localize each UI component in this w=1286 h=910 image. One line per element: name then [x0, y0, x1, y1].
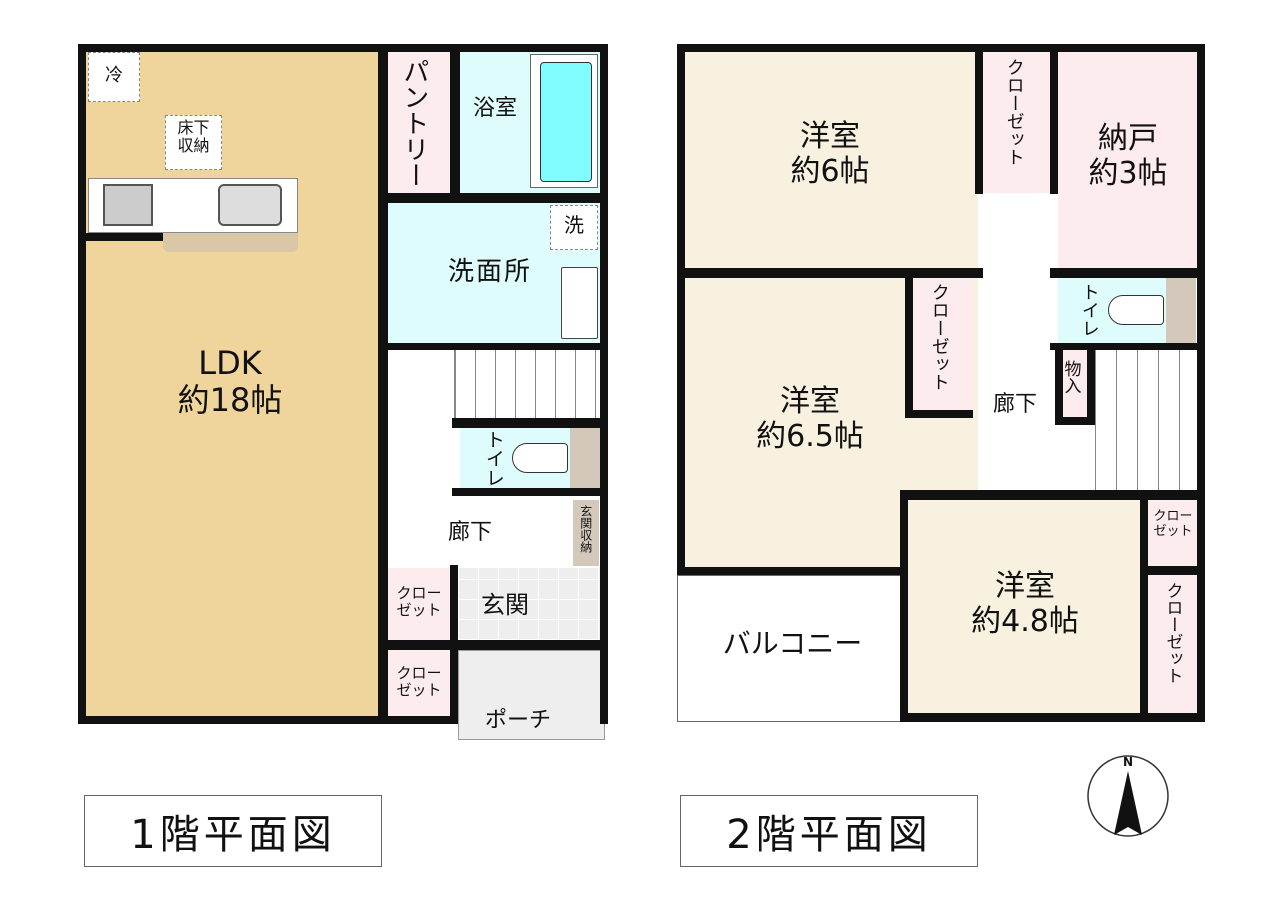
toilet-bowl-icon	[512, 443, 568, 473]
storage-2f-label: 物入	[1060, 360, 1081, 394]
closet-1f-upper-label: クロー ゼット	[396, 584, 442, 620]
entrance-storage	[573, 500, 599, 566]
washroom-label: 洗面所	[447, 257, 532, 287]
western-room-4-8-label: 洋室 約4.8帖	[971, 569, 1079, 639]
hallway-label-1f: 廊下	[447, 520, 492, 545]
pantry	[388, 49, 450, 193]
staircase-1f	[454, 350, 600, 418]
entrance-label: 玄関	[481, 591, 529, 619]
western-room-4-8	[908, 500, 1145, 715]
washbasin	[561, 267, 598, 339]
western-room-6-5-label: 洋室 約6.5帖	[756, 384, 864, 454]
closet-d-label: クローゼット	[1162, 582, 1183, 684]
balcony-label: バルコニー	[722, 627, 863, 660]
closet-1f-lower-label: クロー ゼット	[396, 664, 442, 700]
closet-a	[983, 50, 1050, 193]
storeroom	[1058, 50, 1198, 268]
washer-label: 洗	[564, 213, 584, 237]
closet-b-label: クローゼット	[928, 283, 950, 391]
closet-d	[1148, 575, 1198, 713]
closet-c	[1148, 500, 1198, 566]
floor2-title: 2階平面図	[680, 795, 978, 867]
fridge-space	[88, 52, 140, 102]
underfloor-storage	[165, 115, 222, 170]
ldk-label: LDK 約18帖	[177, 344, 283, 419]
storeroom-label: 納戸 約3帖	[1088, 121, 1168, 191]
bathtub-water	[540, 62, 592, 182]
closet-1f-upper	[388, 568, 450, 640]
closet-b	[905, 278, 973, 418]
compass-north-label: N	[1122, 755, 1134, 769]
toilet-label-1f: トイレ	[482, 430, 505, 487]
toilet-bowl-icon-2f	[1108, 295, 1164, 325]
entrance-storage-label: 玄関収納	[578, 505, 593, 553]
toilet-storage-2f	[1166, 278, 1196, 343]
north-compass-icon	[1087, 755, 1169, 841]
hallway-2f	[983, 278, 1055, 490]
toilet-label-2f: トイレ	[1078, 283, 1100, 337]
closet-a-label: クローゼット	[1003, 58, 1025, 166]
western-room-6	[683, 50, 978, 270]
porch	[458, 650, 605, 740]
pantry-label: パントリー	[398, 58, 429, 188]
bath-label: 浴室	[472, 96, 517, 121]
storage-2f	[1055, 350, 1095, 425]
floor1-title: 1階平面図	[84, 795, 382, 867]
washer-space	[550, 205, 598, 250]
entrance	[458, 568, 600, 640]
toilet-storage-1f	[570, 428, 600, 488]
sink-icon	[218, 184, 282, 226]
ldk-room	[83, 49, 380, 719]
closet-1f-lower	[388, 650, 450, 718]
western-room-6-label: 洋室 約6帖	[790, 119, 870, 189]
staircase-2f	[1095, 350, 1198, 490]
fridge-label: 冷	[105, 65, 123, 86]
stove-icon	[103, 184, 153, 226]
porch-label: ポーチ	[484, 708, 551, 733]
closet-c-label: クロー ゼット	[1153, 509, 1193, 539]
balcony	[677, 575, 903, 722]
underfloor-storage-label: 床下 収納	[177, 118, 210, 156]
hallway-label-2f: 廊下	[992, 392, 1037, 417]
